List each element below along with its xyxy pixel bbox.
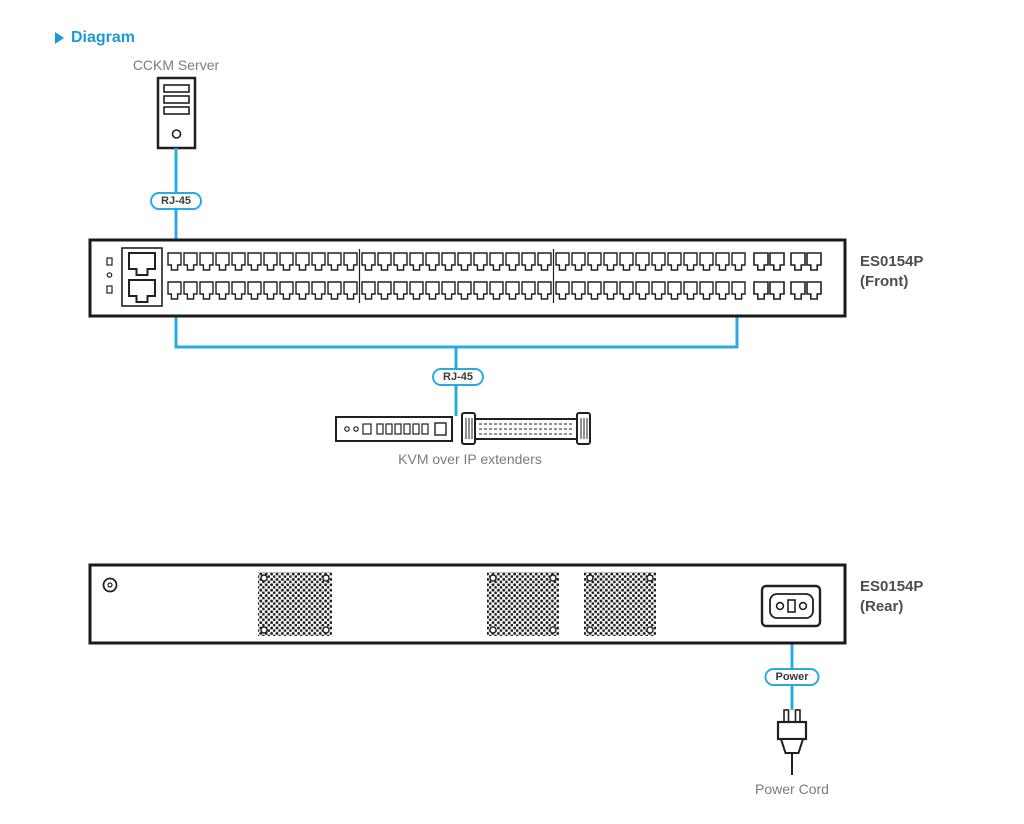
vent-grille-2 bbox=[487, 572, 559, 636]
cckm-server-label: CCKM Server bbox=[132, 57, 220, 73]
rj45-badge-mid: RJ-45 bbox=[432, 368, 484, 386]
vent-grille-1 bbox=[258, 572, 332, 636]
kvm-extenders-label: KVM over IP extenders bbox=[398, 451, 542, 467]
power-badge: Power bbox=[764, 668, 820, 686]
grounding-screw-icon bbox=[102, 577, 118, 593]
model-label-front: ES0154P (Front) bbox=[860, 253, 924, 291]
section-heading: Diagram bbox=[55, 29, 135, 47]
heading-arrow-icon bbox=[55, 32, 64, 44]
heading-label: Diagram bbox=[71, 29, 136, 46]
switch-to-extender-cables bbox=[174, 316, 739, 416]
model-label-rear: ES0154P (Rear) bbox=[860, 578, 924, 616]
kvm-extender-right-unit bbox=[461, 412, 591, 445]
front-panel-graphic bbox=[88, 238, 847, 318]
kvm-extender-icons bbox=[335, 412, 591, 445]
power-cord-label: Power Cord bbox=[755, 781, 829, 797]
rear-panel-graphic bbox=[88, 563, 847, 645]
cckm-server-icon bbox=[156, 76, 197, 150]
power-plug-icon bbox=[776, 709, 808, 775]
power-inlet-icon bbox=[760, 584, 822, 628]
kvm-extender-left-unit bbox=[335, 416, 453, 442]
rj45-badge-top: RJ-45 bbox=[150, 192, 202, 210]
vent-grille-3 bbox=[584, 572, 656, 636]
front-left-module bbox=[106, 247, 163, 307]
